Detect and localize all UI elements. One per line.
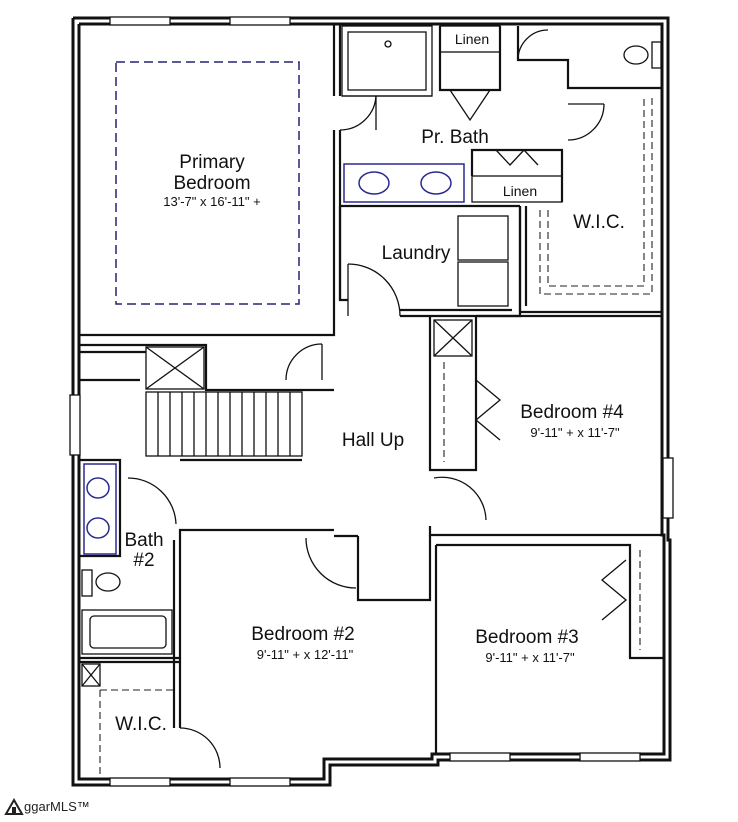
bedroom-2 (172, 534, 438, 769)
bedroom3-label: Bedroom #3 (475, 627, 579, 648)
bath-2 (79, 458, 334, 660)
toilet-icon (623, 45, 649, 65)
wic-bed2-label: W.I.C. (115, 714, 167, 735)
hall-stairs (79, 343, 334, 462)
shower (341, 25, 433, 97)
bedroom3-dims: 9'-11" + x 11'-7" (485, 650, 575, 665)
bath2-label: Bath (124, 530, 163, 551)
bedroom4-label: Bedroom #4 (520, 402, 624, 423)
dryer (457, 261, 509, 307)
tray-ceiling-outline (115, 61, 300, 305)
laundry-label: Laundry (382, 243, 451, 264)
watermark-text: ggarMLS™ (24, 798, 90, 814)
exterior-walls (69, 16, 674, 787)
mls-watermark: ggarMLS™ (4, 796, 90, 816)
bedroom2-dims: 9'-11" + x 12'-11" (257, 647, 354, 662)
bedroom2-label: Bedroom #2 (251, 624, 355, 645)
primary-bath-label: Pr. Bath (421, 127, 489, 148)
wic-bedroom-2 (79, 660, 180, 774)
staircase (80, 378, 303, 457)
linen-top-label: Linen (455, 31, 489, 47)
wic-primary (518, 96, 662, 314)
vanity-bath2 (83, 463, 117, 555)
bedroom-3 (436, 543, 664, 660)
bedroom4-dims: 9'-11" + x 11'-7" (530, 425, 620, 440)
bathtub (81, 609, 173, 655)
washer (457, 215, 509, 261)
bedroom-4 (428, 314, 662, 537)
bath2-label-2: #2 (133, 550, 154, 571)
toilet-bath2 (95, 572, 121, 592)
linen-bottom-label: Linen (503, 183, 537, 199)
primary-bedroom-dims: 13'-7" x 16'-11" + (163, 194, 260, 209)
primary-bedroom-label-2: Bedroom (173, 173, 250, 194)
door-swing (339, 93, 377, 131)
primary-bath (340, 25, 662, 208)
house-logo-icon (4, 797, 24, 815)
primary-bedroom-label: Primary (179, 152, 245, 173)
wic-primary-label: W.I.C. (573, 212, 625, 233)
vanity (343, 163, 465, 203)
hall-label: Hall Up (342, 430, 404, 451)
